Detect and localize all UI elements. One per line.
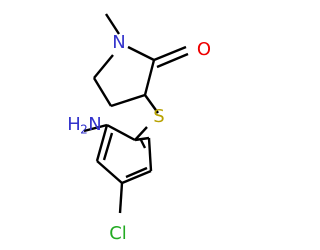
bond-n-c2: [127, 45, 155, 62]
bond-ar-inner-3: [139, 139, 147, 149]
atom-amino-n: N: [88, 114, 101, 135]
bond-aryl-amino: [83, 123, 108, 133]
bond-ar-c3-c4: [96, 160, 123, 184]
bond-s-aryl: [134, 126, 148, 141]
bond-ar-c6-c1: [134, 136, 150, 142]
bond-ar-c5-c6: [147, 137, 153, 172]
atom-carbonyl-oxygen: O: [197, 39, 211, 60]
atoms: N O S H 2 N Cl: [67, 32, 211, 244]
bond-c4-c5: [92, 77, 113, 107]
bond-c3-s: [144, 94, 159, 114]
bond-carbonyl-a: [153, 45, 187, 62]
bond-c2-c3: [143, 59, 156, 96]
atom-nitrogen-ring: N: [112, 32, 125, 53]
bond-c5-n: [93, 54, 114, 79]
atom-sulfur: S: [153, 106, 164, 127]
bond-ar-c2-c3: [95, 124, 109, 162]
bond-aryl-chloro: [118, 182, 124, 214]
bond-carbonyl-b: [156, 52, 189, 69]
bond-ar-c1-c2: [106, 123, 136, 142]
bond-ar-c4-c5: [121, 169, 152, 185]
atom-amino-group: H 2 N: [67, 114, 102, 137]
atom-amino-subscript: 2: [80, 123, 88, 137]
atom-amino-h: H: [67, 114, 81, 135]
bond-ar-inner-2: [125, 166, 148, 179]
bond-c3-c4: [110, 93, 146, 108]
chemical-structure: N O S H 2 N Cl: [67, 13, 211, 244]
bond-ar-inner-1: [102, 132, 114, 161]
atom-chlorine: Cl: [109, 223, 127, 244]
bond-n-methyl: [104, 13, 121, 35]
bonds: [83, 13, 189, 214]
